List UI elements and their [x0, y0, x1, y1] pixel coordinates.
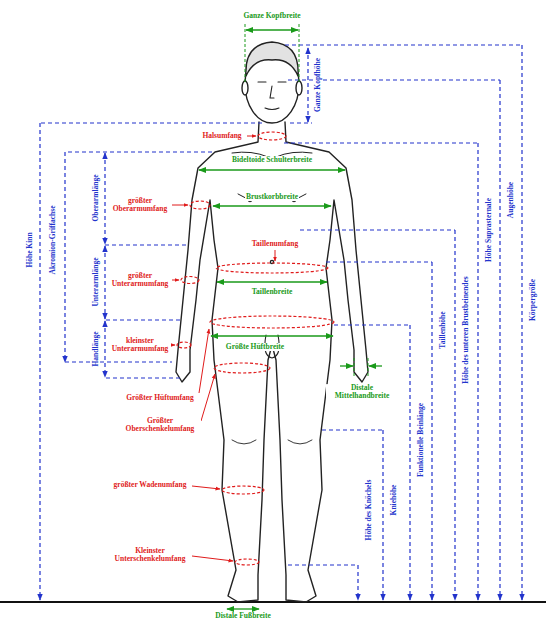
width-label: Distale Fußbreite [214, 612, 271, 620]
ground-line [0, 601, 546, 603]
circumference-label: Kleinster Unterschenkelumfang [109, 547, 191, 563]
width-label: Distale Mittelhandbreite [326, 384, 398, 400]
height-label: Unterarmlänge [92, 256, 100, 307]
height-label: Oberarmlänge [92, 173, 100, 222]
height-label: Höhe des Knöchels [365, 479, 373, 542]
height-label: Kniehöhe [390, 484, 398, 517]
circumference-label: Größter Hüftumfang [125, 394, 195, 402]
height-label: Handlänge [92, 330, 100, 367]
circumference-label: kleinster Unterarmumfang [109, 337, 171, 353]
circumference-label: größter Unterarmumfang [109, 272, 171, 288]
circumference-mark [177, 132, 334, 565]
height-dimension [40, 45, 522, 600]
circumference-label: Halsumfang [201, 132, 242, 140]
width-label: Taillenbreite [251, 288, 293, 296]
height-label: Höhe Kinn [26, 231, 34, 268]
circumference-label: größter Wadenumfang [113, 481, 188, 489]
height-label: Augenhöhe [507, 181, 515, 219]
height-label: Körpergröße [529, 278, 537, 322]
height-label: Höhe des unteren Brustbeinendes [462, 275, 470, 385]
circumference-label: größter Oberarmumfang [109, 197, 171, 213]
circumference-label: Größter Oberschenkelumfang [119, 417, 201, 433]
width-dimension [199, 24, 382, 609]
width-label: Brustkorbbreite [245, 193, 299, 201]
height-label: Ganze Kopfhöhe [314, 57, 322, 113]
height-label: Höhe Suprasternale [485, 197, 493, 263]
height-label: Funktionelle Beinlänge [417, 402, 425, 478]
width-label: Ganze Kopfbreite [242, 12, 301, 20]
circumference-label: Taillenumfang [251, 240, 299, 248]
width-label: Größte Hüftbreite [225, 343, 285, 351]
height-label: Akromion-Griffachse [49, 204, 57, 275]
width-label: Bideltoide Schulterbreite [231, 156, 313, 164]
height-label: Taillenhöhe [439, 310, 447, 349]
human-body [176, 42, 368, 602]
